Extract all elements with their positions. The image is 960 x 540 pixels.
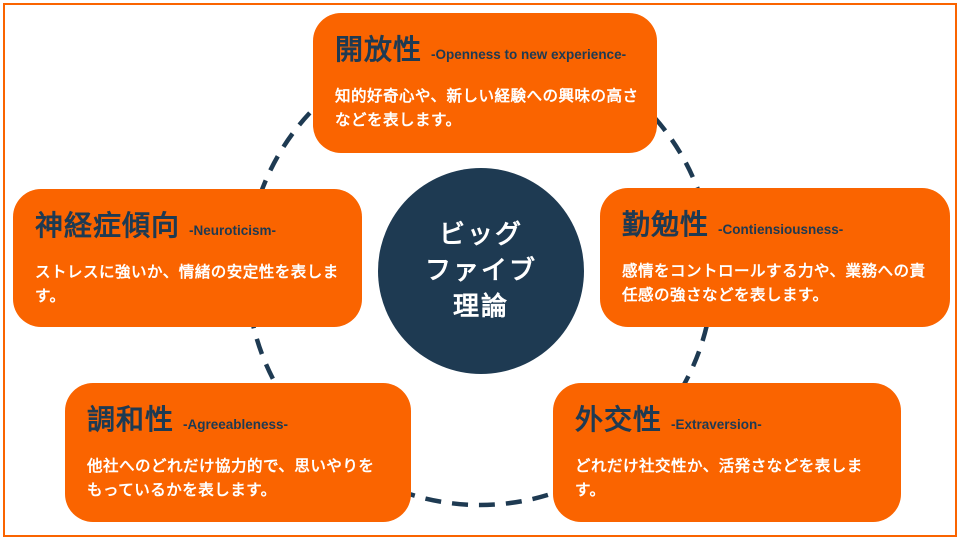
node-neuroticism-description: ストレスに強いか、情緒の安定性を表しま す。 <box>35 264 339 306</box>
node-conscientiousness-description: 感情をコントロールする力や、業務への責 任感の強さなどを表します。 <box>622 263 926 305</box>
node-conscientiousness-title-row: 勤勉性 -Contiensiousness- <box>622 203 932 243</box>
node-openness-title-row: 開放性 -Openness to new experience- <box>335 28 639 68</box>
node-agreeableness-subtitle: -Agreeableness- <box>183 417 289 432</box>
center-theory-label: ビッグ ファイブ 理論 <box>424 219 537 321</box>
node-agreeableness-title: 調和性 <box>87 404 175 435</box>
center-theory-circle: ビッグ ファイブ 理論 <box>378 168 584 374</box>
node-agreeableness: 調和性 -Agreeableness- 他社へのどれだけ協力的で、思いやりを もっ… <box>65 383 411 522</box>
node-openness-description: 知的好奇心や、新しい経験への興味の高さ などを表します。 <box>335 88 639 130</box>
node-extraversion: 外交性 -Extraversion- どれだけ社交性か、活発さなどを表しま す。 <box>553 383 901 522</box>
node-neuroticism-title-row: 神経症傾向 -Neuroticism- <box>35 204 344 244</box>
node-extraversion-description: どれだけ社交性か、活発さなどを表しま す。 <box>575 458 863 500</box>
node-agreeableness-description: 他社へのどれだけ協力的で、思いやりを もっているかを表します。 <box>87 458 375 500</box>
node-neuroticism-subtitle: -Neuroticism- <box>189 223 277 238</box>
node-extraversion-title-row: 外交性 -Extraversion- <box>575 398 883 438</box>
node-extraversion-title: 外交性 <box>575 404 663 435</box>
node-conscientiousness-subtitle: -Contiensiousness- <box>718 222 844 237</box>
node-conscientiousness-title: 勤勉性 <box>622 209 710 240</box>
node-neuroticism: 神経症傾向 -Neuroticism- ストレスに強いか、情緒の安定性を表しま す… <box>13 189 362 327</box>
node-neuroticism-title: 神経症傾向 <box>35 210 181 241</box>
node-openness: 開放性 -Openness to new experience- 知的好奇心や、新… <box>313 13 657 153</box>
node-extraversion-subtitle: -Extraversion- <box>671 417 762 432</box>
node-openness-subtitle: -Openness to new experience- <box>431 47 627 62</box>
node-conscientiousness: 勤勉性 -Contiensiousness- 感情をコントロールする力や、業務への… <box>600 188 950 327</box>
node-openness-title: 開放性 <box>335 34 423 65</box>
node-agreeableness-title-row: 調和性 -Agreeableness- <box>87 398 393 438</box>
